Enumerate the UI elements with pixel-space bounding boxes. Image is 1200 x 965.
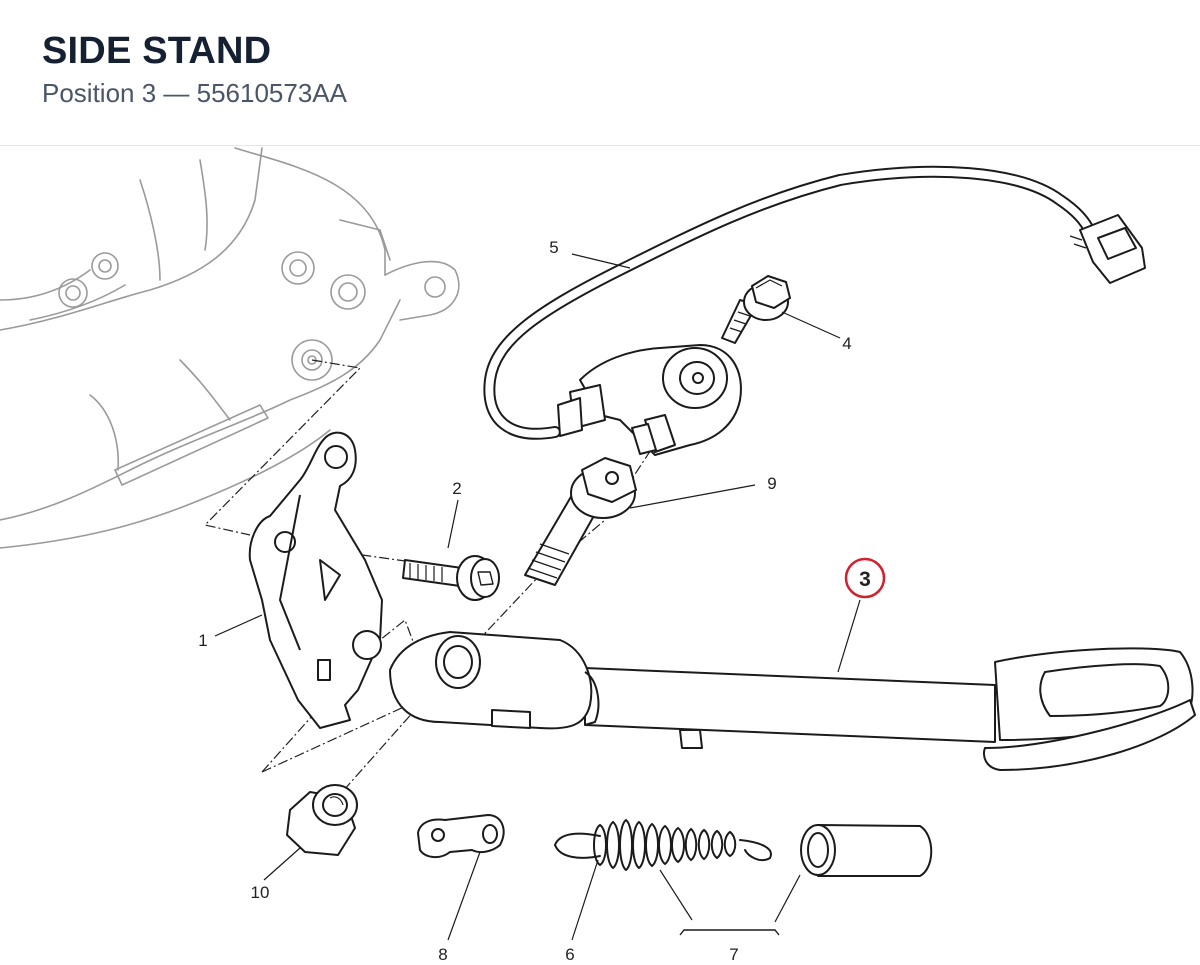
leader-lines — [214, 253, 861, 941]
cable-connector — [1069, 214, 1146, 284]
plate-part-8 — [417, 814, 505, 858]
bracket-part — [248, 431, 383, 729]
diagram-subtitle: Position 3 — 55610573AA — [42, 78, 347, 108]
callout-8: 8 — [438, 945, 447, 964]
screw-part-4 — [721, 275, 791, 344]
callout-6: 6 — [565, 945, 574, 964]
callout-4: 4 — [842, 334, 851, 353]
diagram-header: SIDE STAND Position 3 — 55610573AA — [0, 0, 1200, 146]
highlight-ring — [844, 557, 886, 599]
pivot-bolt-part-9 — [524, 457, 637, 586]
callout-10: 10 — [251, 883, 270, 902]
callout-2: 2 — [452, 479, 461, 498]
callout-labels: 1 2 3 4 5 6 7 8 9 10 — [198, 238, 871, 964]
nut-part-10 — [286, 784, 358, 856]
engine-case — [0, 147, 460, 549]
callout-3: 3 — [859, 568, 871, 591]
sleeve-part-7 — [800, 824, 933, 877]
bolt-part-2 — [402, 555, 500, 601]
callout-7: 7 — [729, 945, 738, 964]
diagram-title: SIDE STAND — [42, 30, 272, 72]
callout-1: 1 — [198, 631, 207, 650]
switch-cable — [483, 165, 1096, 440]
spring-part-6 — [554, 818, 772, 872]
callout-5: 5 — [549, 238, 558, 257]
callout-9: 9 — [767, 474, 776, 493]
side-stand-leg — [389, 631, 1196, 771]
stand-switch — [557, 344, 742, 456]
